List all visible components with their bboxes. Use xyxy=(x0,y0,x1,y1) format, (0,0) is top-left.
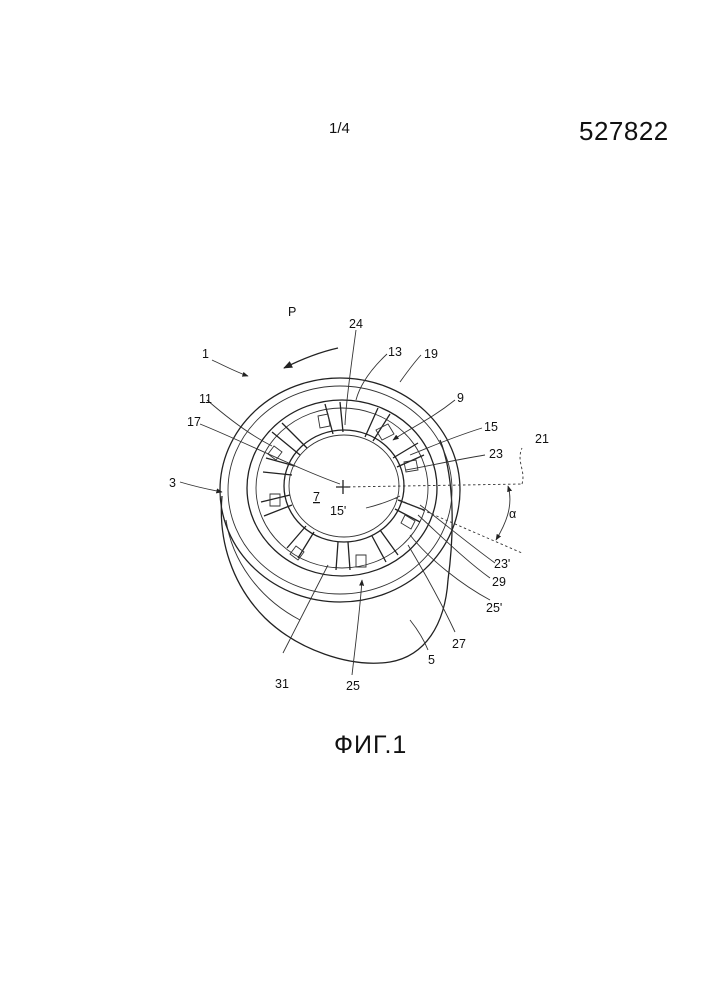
label-21: 21 xyxy=(535,432,549,446)
label-7: 7 xyxy=(313,490,320,504)
label-15-prime: 15' xyxy=(330,504,346,518)
label-17: 17 xyxy=(187,415,201,429)
label-23-prime: 23' xyxy=(494,557,510,571)
label-15: 15 xyxy=(484,420,498,434)
label-24: 24 xyxy=(349,317,363,331)
label-alpha: α xyxy=(509,507,516,521)
label-25-prime: 25' xyxy=(486,601,502,615)
label-31: 31 xyxy=(275,677,289,691)
figure-caption: ФИГ.1 xyxy=(334,731,407,760)
label-19: 19 xyxy=(424,347,438,361)
label-p: P xyxy=(288,305,296,319)
label-11: 11 xyxy=(199,392,212,406)
rotation-arrow xyxy=(284,348,338,368)
front-face-rings xyxy=(220,378,460,602)
label-3: 3 xyxy=(169,476,176,490)
label-1: 1 xyxy=(202,347,209,361)
label-25: 25 xyxy=(346,679,360,693)
label-29: 29 xyxy=(492,575,506,589)
label-27: 27 xyxy=(452,637,466,651)
label-23: 23 xyxy=(489,447,503,461)
label-13: 13 xyxy=(388,345,402,359)
label-9: 9 xyxy=(457,391,464,405)
leader-lines xyxy=(180,330,495,675)
label-5: 5 xyxy=(428,653,435,667)
